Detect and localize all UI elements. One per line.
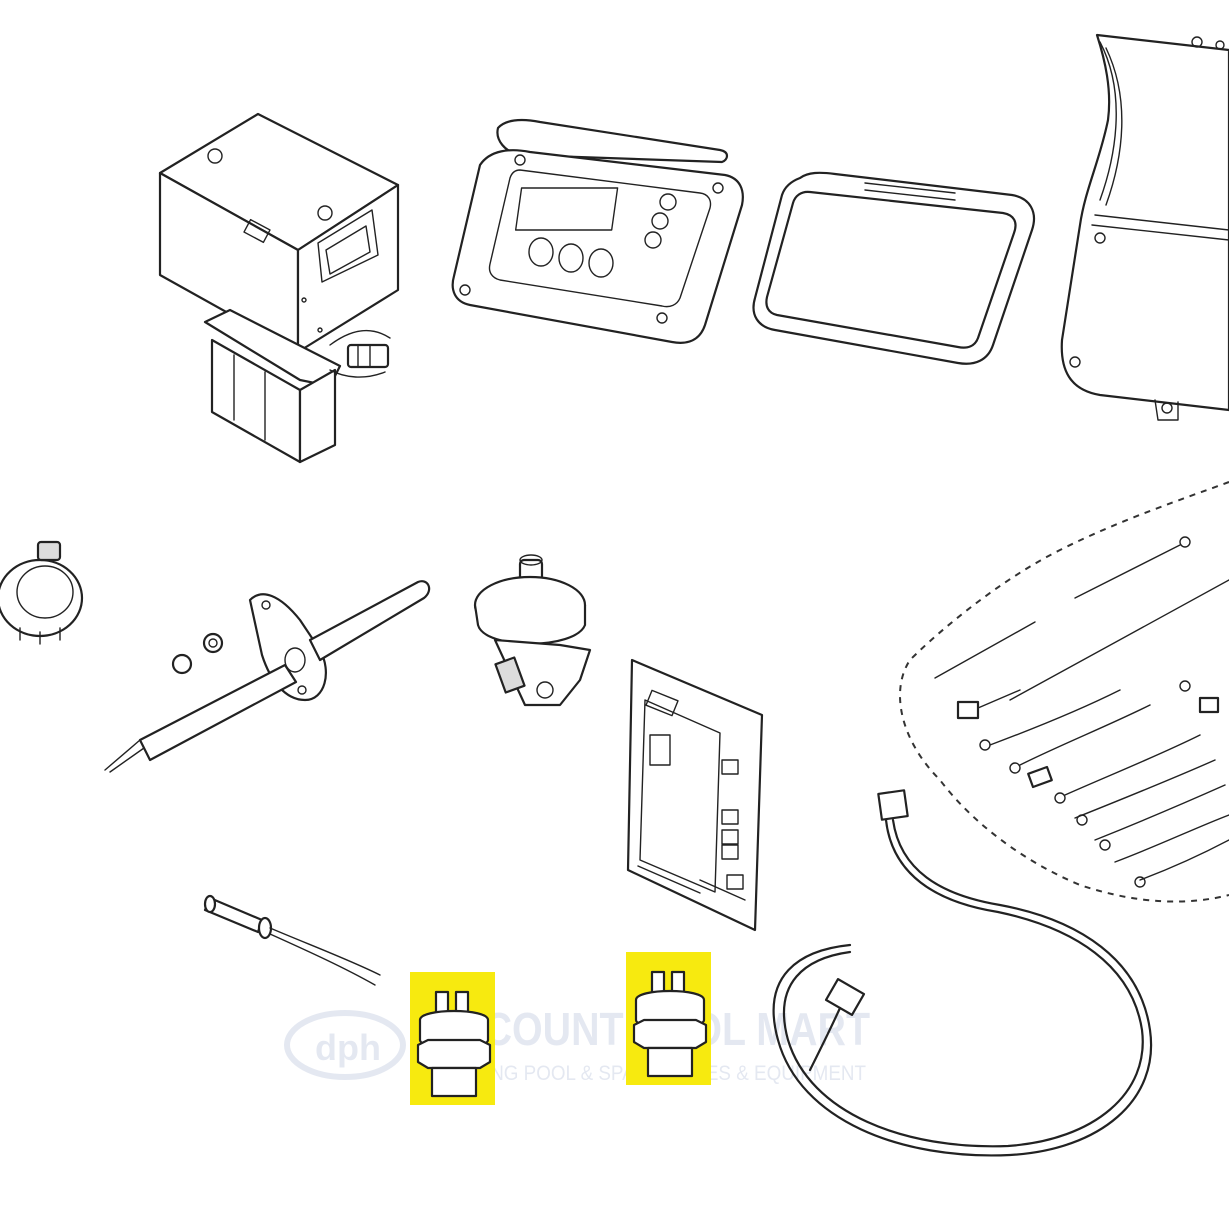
pressure-switch bbox=[0, 540, 84, 645]
temperature-sensor-probe bbox=[203, 894, 381, 986]
control-display-panel bbox=[451, 118, 744, 344]
bezel-gasket bbox=[752, 171, 1036, 365]
access-door-panel bbox=[1060, 33, 1229, 421]
transformer-box bbox=[158, 112, 400, 464]
high-limit-switch-2[interactable] bbox=[626, 952, 711, 1085]
flame-sensor-rod bbox=[104, 580, 431, 773]
watermark: dph DISCOUNT POOL MART SWIMMING POOL & S… bbox=[284, 1003, 870, 1085]
control-board bbox=[626, 658, 764, 932]
gas-valve bbox=[473, 554, 592, 707]
display-cable bbox=[772, 789, 1153, 1157]
high-limit-switch-1[interactable] bbox=[410, 972, 495, 1105]
watermark-logo: dph bbox=[315, 1027, 381, 1068]
wire-harness-kit bbox=[899, 481, 1229, 903]
